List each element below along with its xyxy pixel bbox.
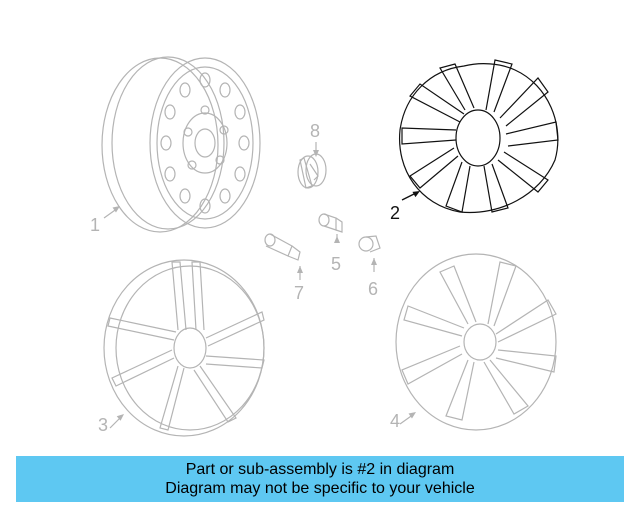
- wheel-cover-part-2: [398, 59, 559, 214]
- callout-6: 6: [368, 279, 379, 299]
- callout-2: 2: [390, 203, 401, 223]
- callout-8: 8: [310, 121, 321, 141]
- info-banner: Part or sub-assembly is #2 in diagram Di…: [16, 456, 624, 502]
- callout-7: 7: [294, 283, 305, 303]
- callout-5: 5: [331, 254, 342, 274]
- center-cap-part-8: [297, 142, 327, 189]
- parts-diagram: [101, 56, 559, 437]
- nut-cap-part-6: [358, 235, 381, 272]
- banner-line-2: Diagram may not be specific to your vehi…: [165, 480, 475, 497]
- lug-nut-part-5: [318, 213, 343, 242]
- callout-4: 4: [390, 411, 401, 431]
- hubcap-part-4: [395, 253, 557, 431]
- steel-wheel-part-1: [101, 56, 261, 233]
- callout-3: 3: [98, 415, 109, 435]
- banner-line-1: Part or sub-assembly is #2 in diagram: [185, 461, 455, 478]
- callout-1: 1: [90, 215, 101, 235]
- valve-stem-part-7: [264, 233, 301, 280]
- alloy-wheel-part-3: [103, 259, 265, 437]
